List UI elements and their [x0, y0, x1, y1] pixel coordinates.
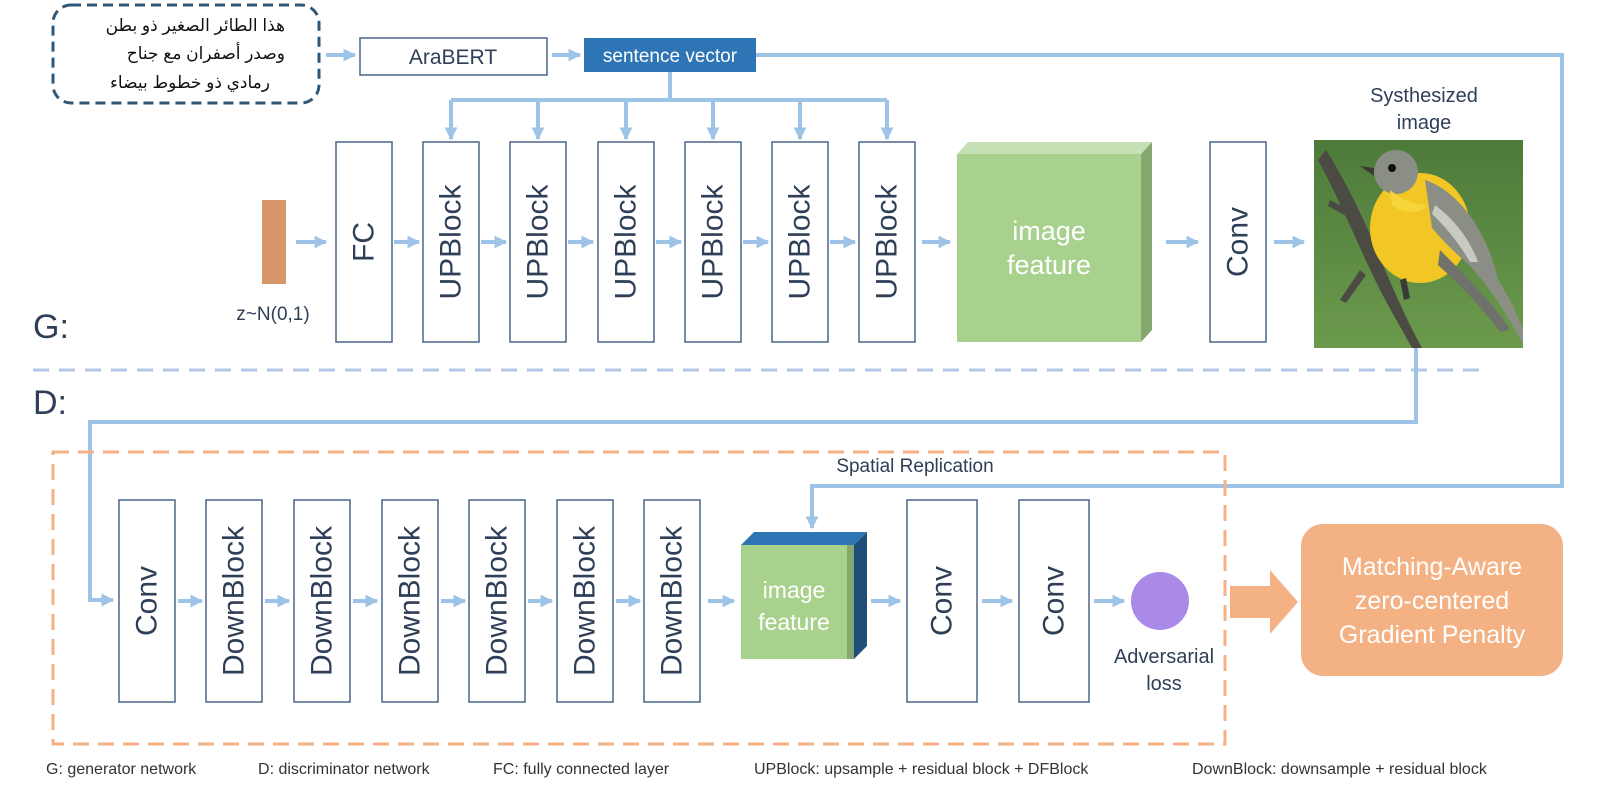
- legend-item-generator: G: generator network: [46, 761, 197, 778]
- legend-item-discriminator: D: discriminator network: [258, 761, 431, 778]
- upblock-6: UPBlock: [858, 141, 916, 343]
- upblock-label: UPBlock: [697, 183, 730, 299]
- upblock-label: UPBlock: [871, 183, 904, 299]
- image-feature-line-2: feature: [758, 609, 830, 635]
- legend-item-upblock: UPBlock: upsample + residual block + DFB…: [754, 761, 1089, 778]
- legend: G: generator network D: discriminator ne…: [46, 761, 1488, 778]
- penalty-line-2: zero-centered: [1355, 587, 1509, 615]
- upblock-1: UPBlock: [422, 141, 480, 343]
- upblock-3: UPBlock: [597, 141, 655, 343]
- sentence-vector-label: sentence vector: [603, 46, 738, 67]
- arrow-vector-to-discriminator: [756, 53, 1564, 530]
- sentence-vector-block: sentence vector: [584, 38, 756, 72]
- discriminator-dashed-box: [51, 450, 1227, 746]
- prompt-line-1: هذا الطائر الصغير ذو بطن: [106, 16, 285, 35]
- discriminator-image-feature: image feature: [741, 532, 867, 659]
- downblock-label: DownBlock: [481, 525, 514, 676]
- noise-vector: [262, 200, 286, 284]
- prompt-line-3: رمادي ذو خطوط بيضاء: [110, 73, 270, 93]
- fc-label: FC: [348, 222, 381, 262]
- adversarial-loss-line-1: Adversarial: [1114, 646, 1214, 668]
- text-prompt: هذا الطائر الصغير ذو بطن وصدر أصفران مع …: [51, 3, 321, 105]
- arrow-image-to-discriminator: [88, 348, 1418, 607]
- generator-image-feature: image feature: [957, 142, 1152, 342]
- downblock-5: DownBlock: [556, 499, 614, 703]
- prompt-line-2: وصدر أصفران مع جناح: [127, 42, 285, 64]
- upblock-label: UPBlock: [522, 183, 555, 299]
- synthesized-bird-image: [1314, 140, 1523, 348]
- conv-label: Conv: [1222, 207, 1255, 277]
- image-feature-line-2: feature: [1007, 250, 1091, 280]
- synth-caption-line-1: Systhesized: [1370, 85, 1478, 107]
- adversarial-loss-line-2: loss: [1146, 673, 1182, 695]
- discriminator-conv-in: Conv: [118, 499, 176, 703]
- upblock-label: UPBlock: [610, 183, 643, 299]
- legend-item-downblock: DownBlock: downsample + residual block: [1192, 761, 1488, 778]
- conv-label: Conv: [1038, 566, 1071, 636]
- downblock-label: DownBlock: [394, 525, 427, 676]
- downblock-4: DownBlock: [468, 499, 526, 703]
- arrow-to-penalty: [1230, 570, 1298, 634]
- conv-label: Conv: [926, 566, 959, 636]
- image-feature-line-1: image: [763, 577, 826, 603]
- downblock-1: DownBlock: [205, 499, 263, 703]
- upblock-5: UPBlock: [771, 141, 829, 343]
- penalty-line-1: Matching-Aware: [1342, 553, 1522, 581]
- legend-item-fc: FC: fully connected layer: [493, 761, 670, 778]
- upblock-label: UPBlock: [784, 183, 817, 299]
- noise-label: z~N(0,1): [236, 304, 309, 325]
- downblock-2: DownBlock: [293, 499, 351, 703]
- discriminator-conv-1: Conv: [906, 499, 978, 703]
- discriminator-conv-2: Conv: [1018, 499, 1090, 703]
- adversarial-loss-node: [1131, 572, 1189, 630]
- gradient-penalty-box: Matching-Aware zero-centered Gradient Pe…: [1301, 524, 1563, 676]
- downblock-3: DownBlock: [381, 499, 439, 703]
- encoder-block: AraBERT: [359, 37, 548, 76]
- downblock-label: DownBlock: [306, 525, 339, 676]
- vector-to-upblock-arrows: [444, 100, 894, 141]
- encoder-label: AraBERT: [409, 46, 497, 69]
- downblock-6: DownBlock: [643, 499, 701, 703]
- synth-caption-line-2: image: [1397, 112, 1451, 134]
- spatial-replication-label: Spatial Replication: [836, 456, 993, 477]
- fc-block: FC: [335, 141, 393, 343]
- upblock-4: UPBlock: [684, 141, 742, 343]
- generator-label: G:: [33, 308, 69, 346]
- image-feature-line-1: image: [1012, 216, 1086, 246]
- downblock-label: DownBlock: [569, 525, 602, 676]
- penalty-line-3: Gradient Penalty: [1339, 621, 1526, 649]
- generator-conv-block: Conv: [1209, 141, 1267, 343]
- upblock-label: UPBlock: [435, 183, 468, 299]
- downblock-label: DownBlock: [218, 525, 251, 676]
- downblock-label: DownBlock: [656, 525, 689, 676]
- discriminator-label: D:: [33, 384, 67, 422]
- upblock-2: UPBlock: [509, 141, 567, 343]
- conv-label: Conv: [131, 566, 164, 636]
